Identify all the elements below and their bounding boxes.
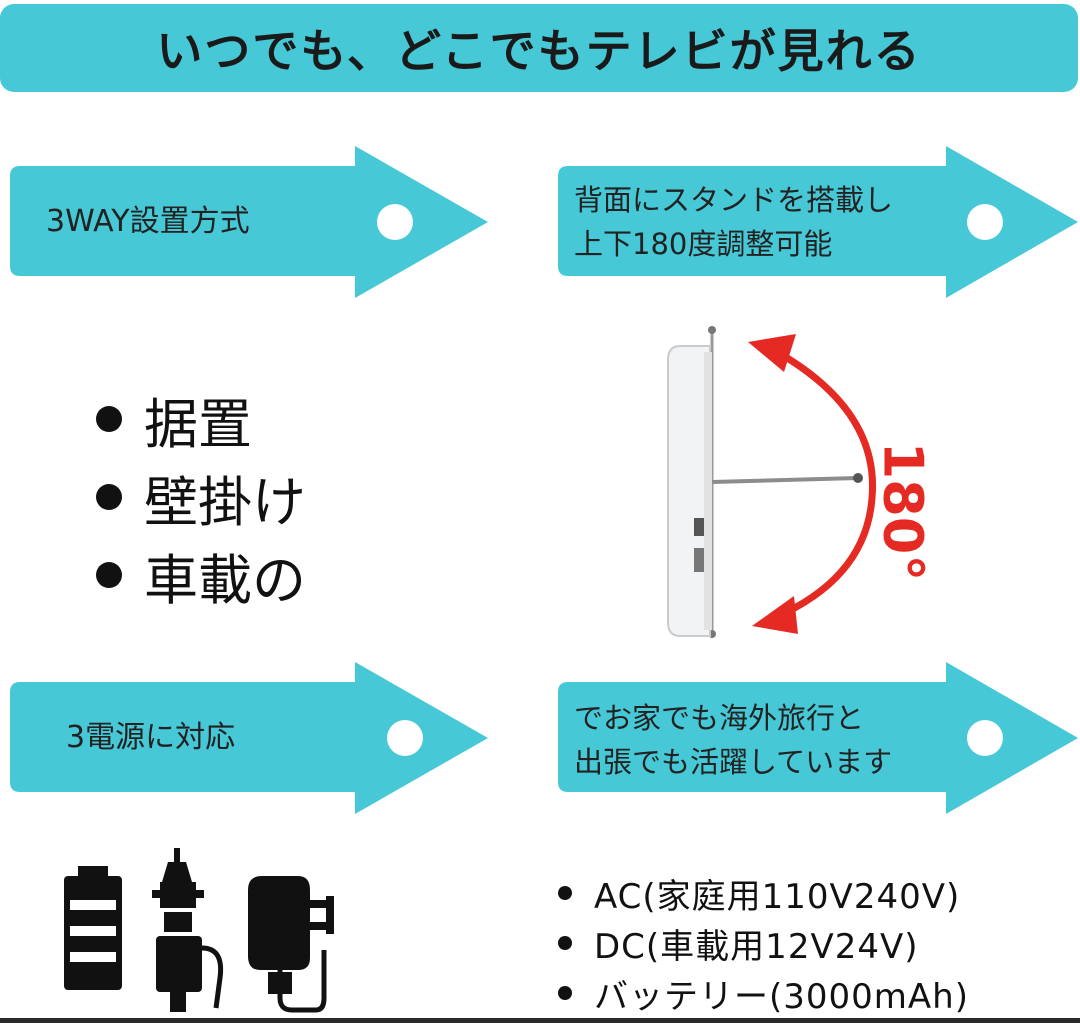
bullet-icon (558, 936, 572, 950)
rotation-arrow-icon (748, 334, 877, 634)
battery-icon (64, 866, 122, 990)
tv-stand-illustration (667, 326, 863, 638)
arrow-shape (558, 146, 1078, 298)
arrow-power: 3電源に対応 (10, 662, 488, 814)
power-source-list: AC(家庭用110V240V) DC(車載用12V24V) バッテリー(3000… (558, 868, 969, 1018)
bullet-icon (96, 406, 122, 432)
arrow-3way-label: 3WAY設置方式 (46, 204, 250, 239)
ac-adapter-icon (248, 876, 334, 1013)
header-banner: いつでも、どこでもテレビが見れる (0, 4, 1078, 92)
arrow-shape (10, 662, 488, 814)
arrow-shape (10, 146, 488, 298)
list-item: DC(車載用12V24V) (558, 918, 969, 968)
arrow-stand-line1: 背面にスタンドを搭載し (574, 183, 894, 217)
install-mode-list: 据置 壁掛け 車載の (96, 380, 306, 614)
list-item: バッテリー(3000mAh) (558, 968, 969, 1018)
arrow-shape (558, 662, 1078, 814)
arrow-power-label: 3電源に対応 (66, 720, 236, 755)
header-title: いつでも、どこでもテレビが見れる (156, 24, 922, 78)
rotation-degree-label: 180° (871, 441, 935, 582)
bullet-icon (96, 484, 122, 510)
arrow-stand-line2: 上下180度調整可能 (574, 227, 833, 261)
list-item: 壁掛け (96, 458, 306, 536)
arrow-travel: でお家でも海外旅行と 出張でも活躍しています (558, 662, 1078, 814)
arrow-3way: 3WAY設置方式 (10, 146, 488, 298)
car-charger-icon (152, 848, 224, 1012)
bottom-divider (0, 1018, 1080, 1023)
bullet-icon (558, 986, 572, 1000)
arrow-stand: 背面にスタンドを搭載し 上下180度調整可能 (558, 146, 1078, 298)
arrow-travel-line2: 出張でも活躍しています (574, 745, 893, 779)
list-item: 車載の (96, 536, 306, 614)
bullet-icon (96, 562, 122, 588)
list-item: AC(家庭用110V240V) (558, 868, 969, 918)
arrow-travel-line1: でお家でも海外旅行と (574, 701, 865, 735)
bullet-icon (558, 886, 572, 900)
list-item: 据置 (96, 380, 306, 458)
